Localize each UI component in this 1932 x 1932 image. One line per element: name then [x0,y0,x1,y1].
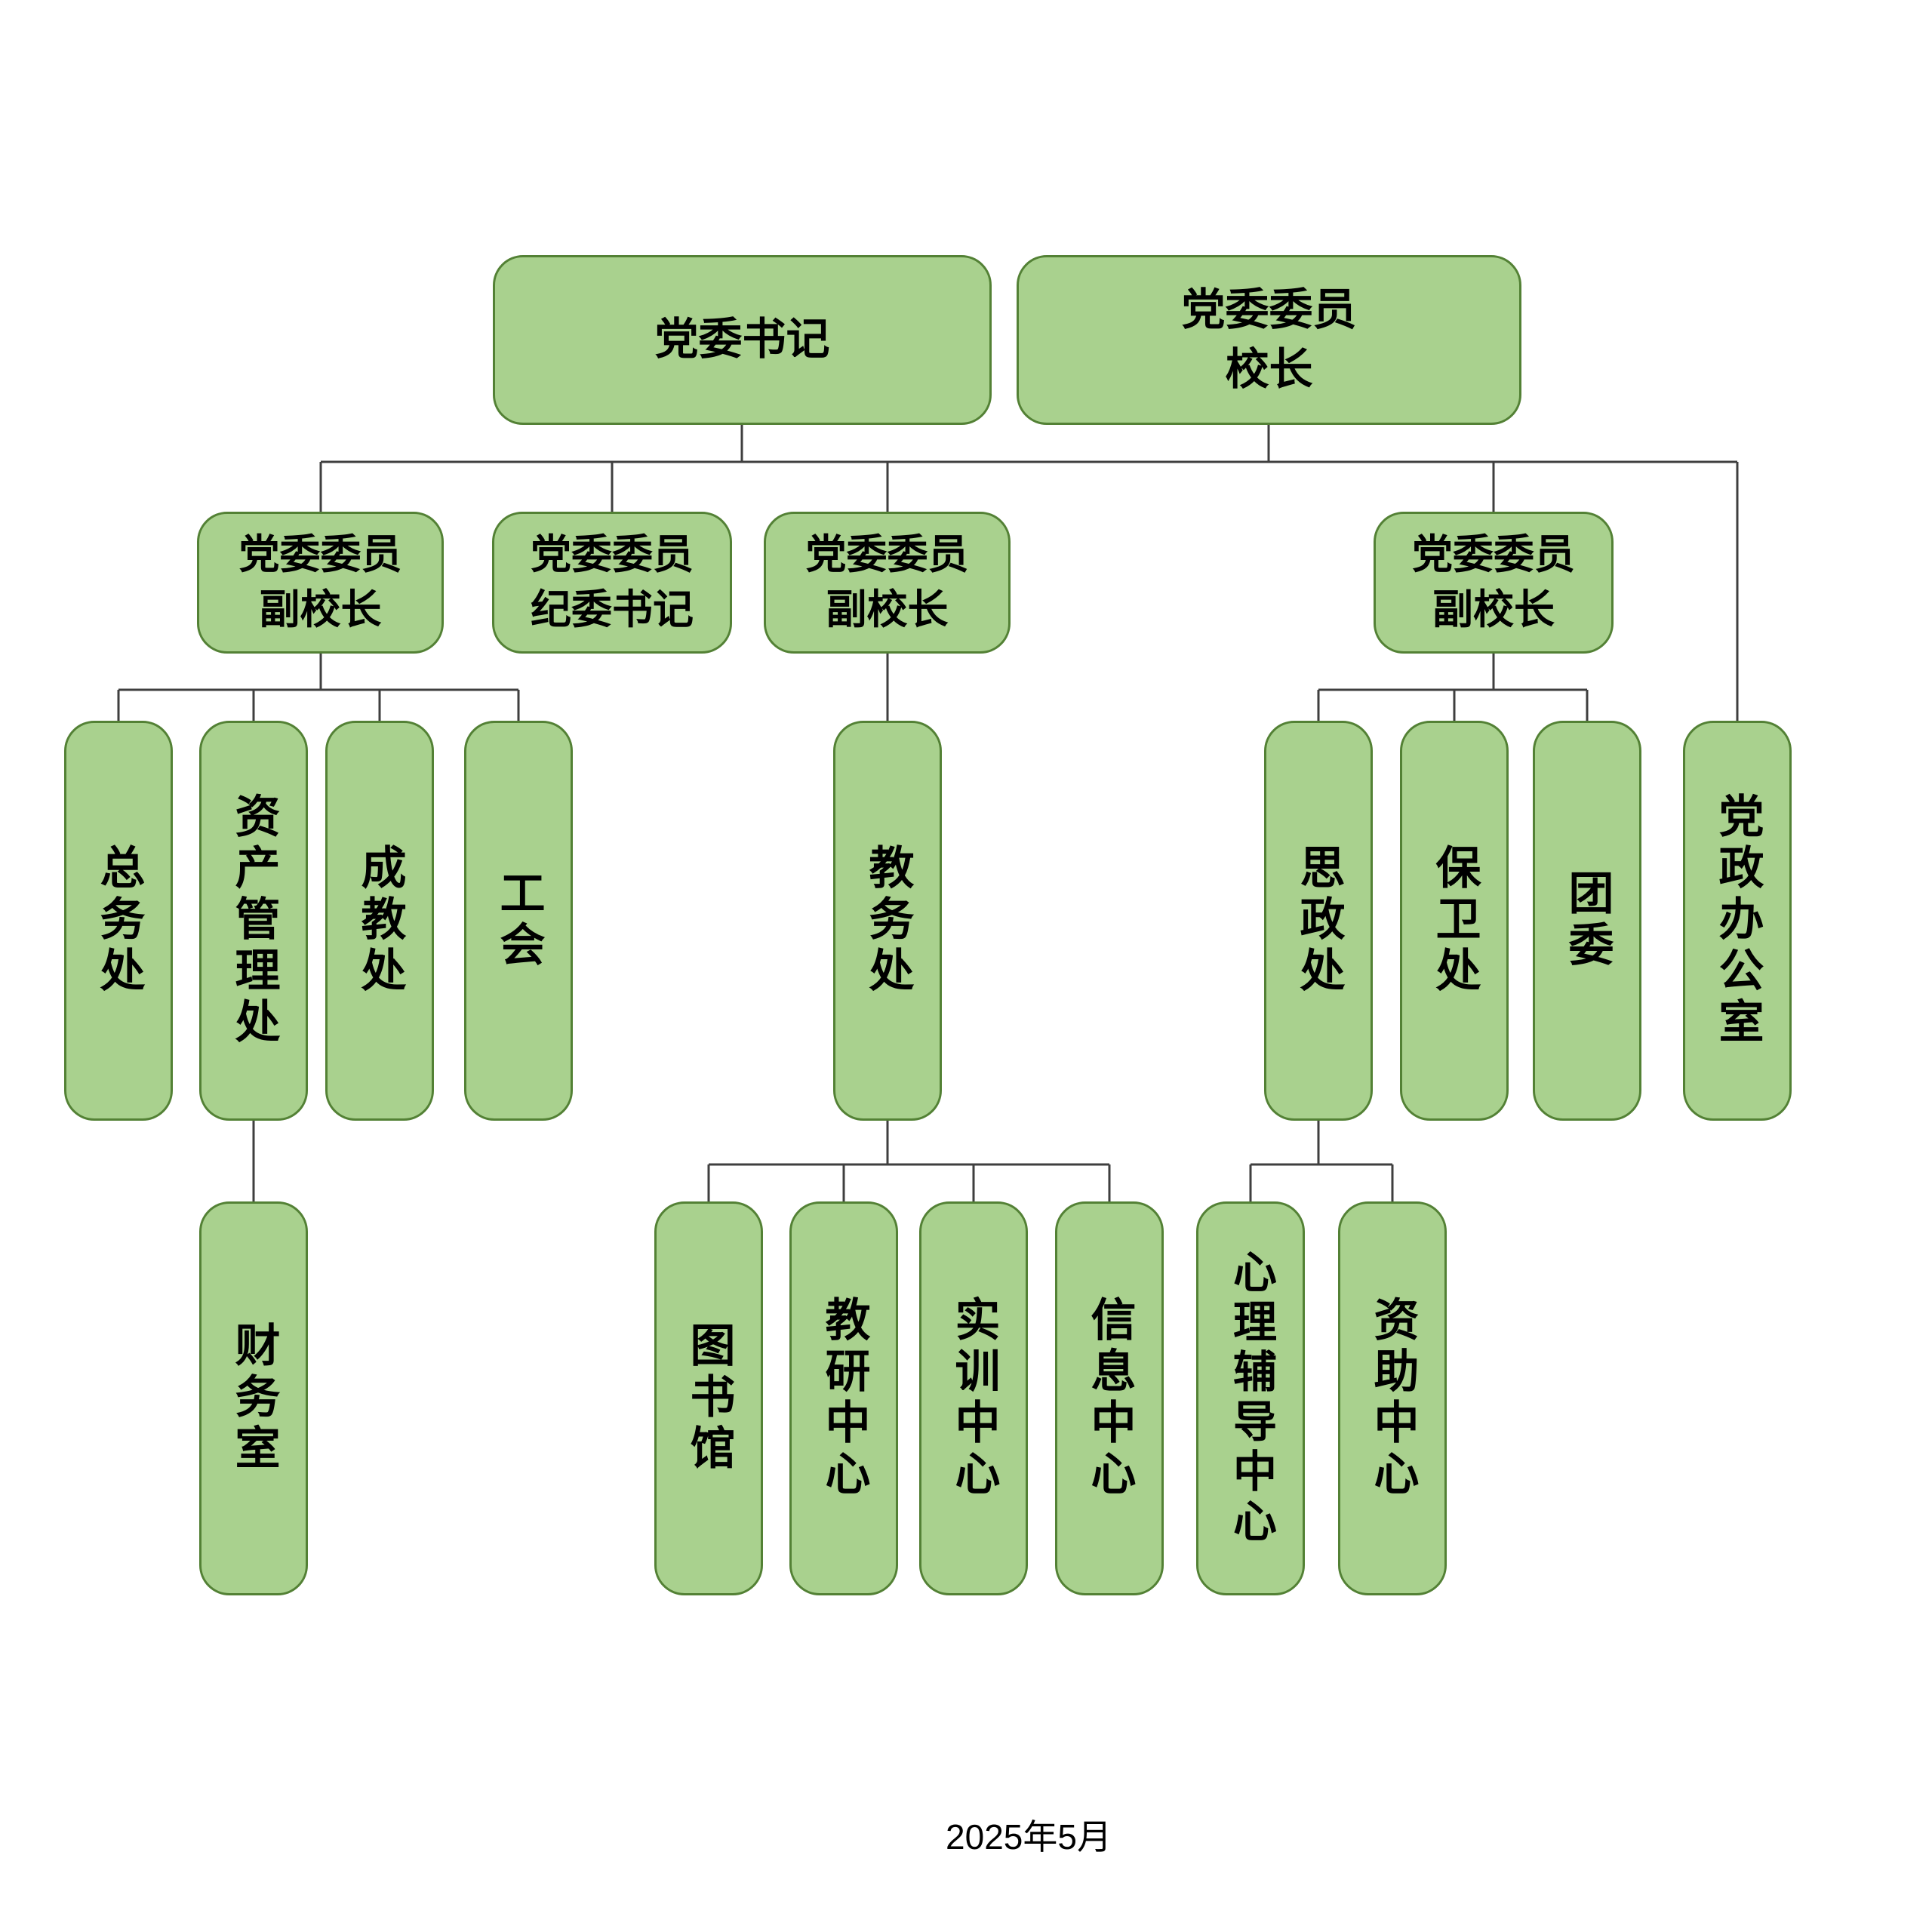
node-finance-room: 财务室 [199,1201,308,1595]
node-psychological-counseling-center: 心理辅导中心 [1196,1201,1305,1595]
node-teaching-research-center: 教研中心 [789,1201,898,1595]
node-party-secretary: 党委书记 [493,255,992,425]
node-principal: 党委委员 校长 [1017,255,1521,425]
node-ideological-political-office: 思政处 [1264,721,1373,1121]
node-discipline-secretary: 党委委员 纪委书记 [492,512,732,654]
node-practical-training-center: 实训中心 [919,1201,1028,1595]
node-library: 图书馆 [654,1201,763,1595]
node-labor-union: 工会 [464,721,573,1121]
node-adult-education-office: 成教处 [325,721,434,1121]
vice2-children-connector [707,654,1111,1201]
node-academic-affairs-office: 教务处 [833,721,942,1121]
vice1-children-connector [117,654,520,721]
node-security-office: 保卫处 [1400,721,1509,1121]
node-financial-aid-center: 资助中心 [1338,1201,1447,1595]
node-vice-principal-middle: 党委委员 副校长 [764,512,1011,654]
node-youth-league-committee: 团委 [1533,721,1641,1121]
node-vice-principal-right: 党委委员 副校长 [1374,512,1614,654]
node-asset-management-office: 资产管理处 [199,721,308,1121]
node-information-center: 信息中心 [1055,1201,1164,1595]
top-bus-connector [319,425,1739,721]
node-vice-principal-left: 党委委员 副校长 [197,512,444,654]
node-general-affairs-office: 总务处 [64,721,173,1121]
vice3-children-connector [1317,654,1589,721]
node-party-government-office: 党政办公室 [1683,721,1792,1121]
date-caption: 2025年5月 [946,1817,1112,1857]
ideological-children-connector [1249,1121,1394,1201]
